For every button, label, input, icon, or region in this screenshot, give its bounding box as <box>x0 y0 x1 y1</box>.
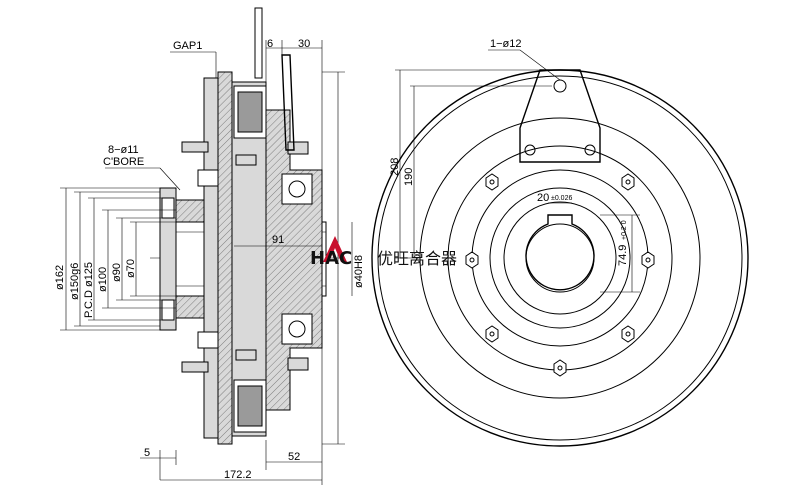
rotor-disc <box>217 71 233 445</box>
label-d100: ø100 <box>97 267 109 292</box>
keyed-bore <box>525 214 595 291</box>
dimension-labels: GAP1 6 30 8−ø11 C'BORE ø162 ø150g6 P.C.D… <box>54 38 629 481</box>
label-gap: GAP1 <box>173 40 202 52</box>
section-dimensions <box>60 40 353 485</box>
front-view <box>371 49 749 447</box>
hex-bolts <box>465 173 655 377</box>
label-172: 172.2 <box>224 469 252 481</box>
bolt-bottom-1 <box>181 361 209 373</box>
label-pcd: P.C.D ø125 <box>83 262 95 318</box>
label-190: 190 <box>403 168 415 186</box>
label-208: 208 <box>389 158 401 176</box>
label-6: 6 <box>267 38 273 50</box>
label-5: 5 <box>144 447 150 459</box>
label-d40: ø40H8 <box>353 255 365 288</box>
label-cbore: C'BORE <box>103 156 144 168</box>
label-key-width: 20 <box>537 192 549 204</box>
brand-letters: HAC <box>310 248 352 269</box>
label-91: 91 <box>272 234 284 246</box>
label-pin: 1−ø12 <box>490 38 522 50</box>
label-key-depth-tol: +0.2 0 <box>621 220 628 240</box>
label-d150: ø150g6 <box>69 263 81 300</box>
label-key-tol: ±0.026 <box>551 195 572 202</box>
spring-top <box>197 169 219 187</box>
brand-name: 优旺离合器 <box>377 249 457 268</box>
flange-bolt-bottom <box>161 299 175 321</box>
bolt-top-1 <box>181 141 209 153</box>
label-d70: ø70 <box>125 259 137 278</box>
bearing-bottom <box>281 313 313 345</box>
section-view <box>150 7 345 445</box>
brand-logo-icon <box>323 236 347 262</box>
label-30: 30 <box>298 38 310 50</box>
brand-watermark: HAC 优旺离合器 <box>310 236 457 269</box>
spring-bottom <box>197 331 219 349</box>
label-52: 52 <box>288 451 300 463</box>
pin-hole <box>553 79 567 93</box>
bolt-circle-outer <box>419 117 701 399</box>
flange-bolt-top <box>161 197 175 219</box>
label-d162: ø162 <box>54 265 66 290</box>
label-d90: ø90 <box>111 263 123 282</box>
torque-arm <box>281 54 295 151</box>
bearing-top <box>281 173 313 205</box>
lead-wire <box>254 7 263 79</box>
label-key-depth: 74.9 <box>617 245 629 266</box>
armature-plate <box>203 77 219 439</box>
label-holes: 8−ø11 <box>108 144 139 156</box>
front-torque-arm <box>519 69 601 163</box>
